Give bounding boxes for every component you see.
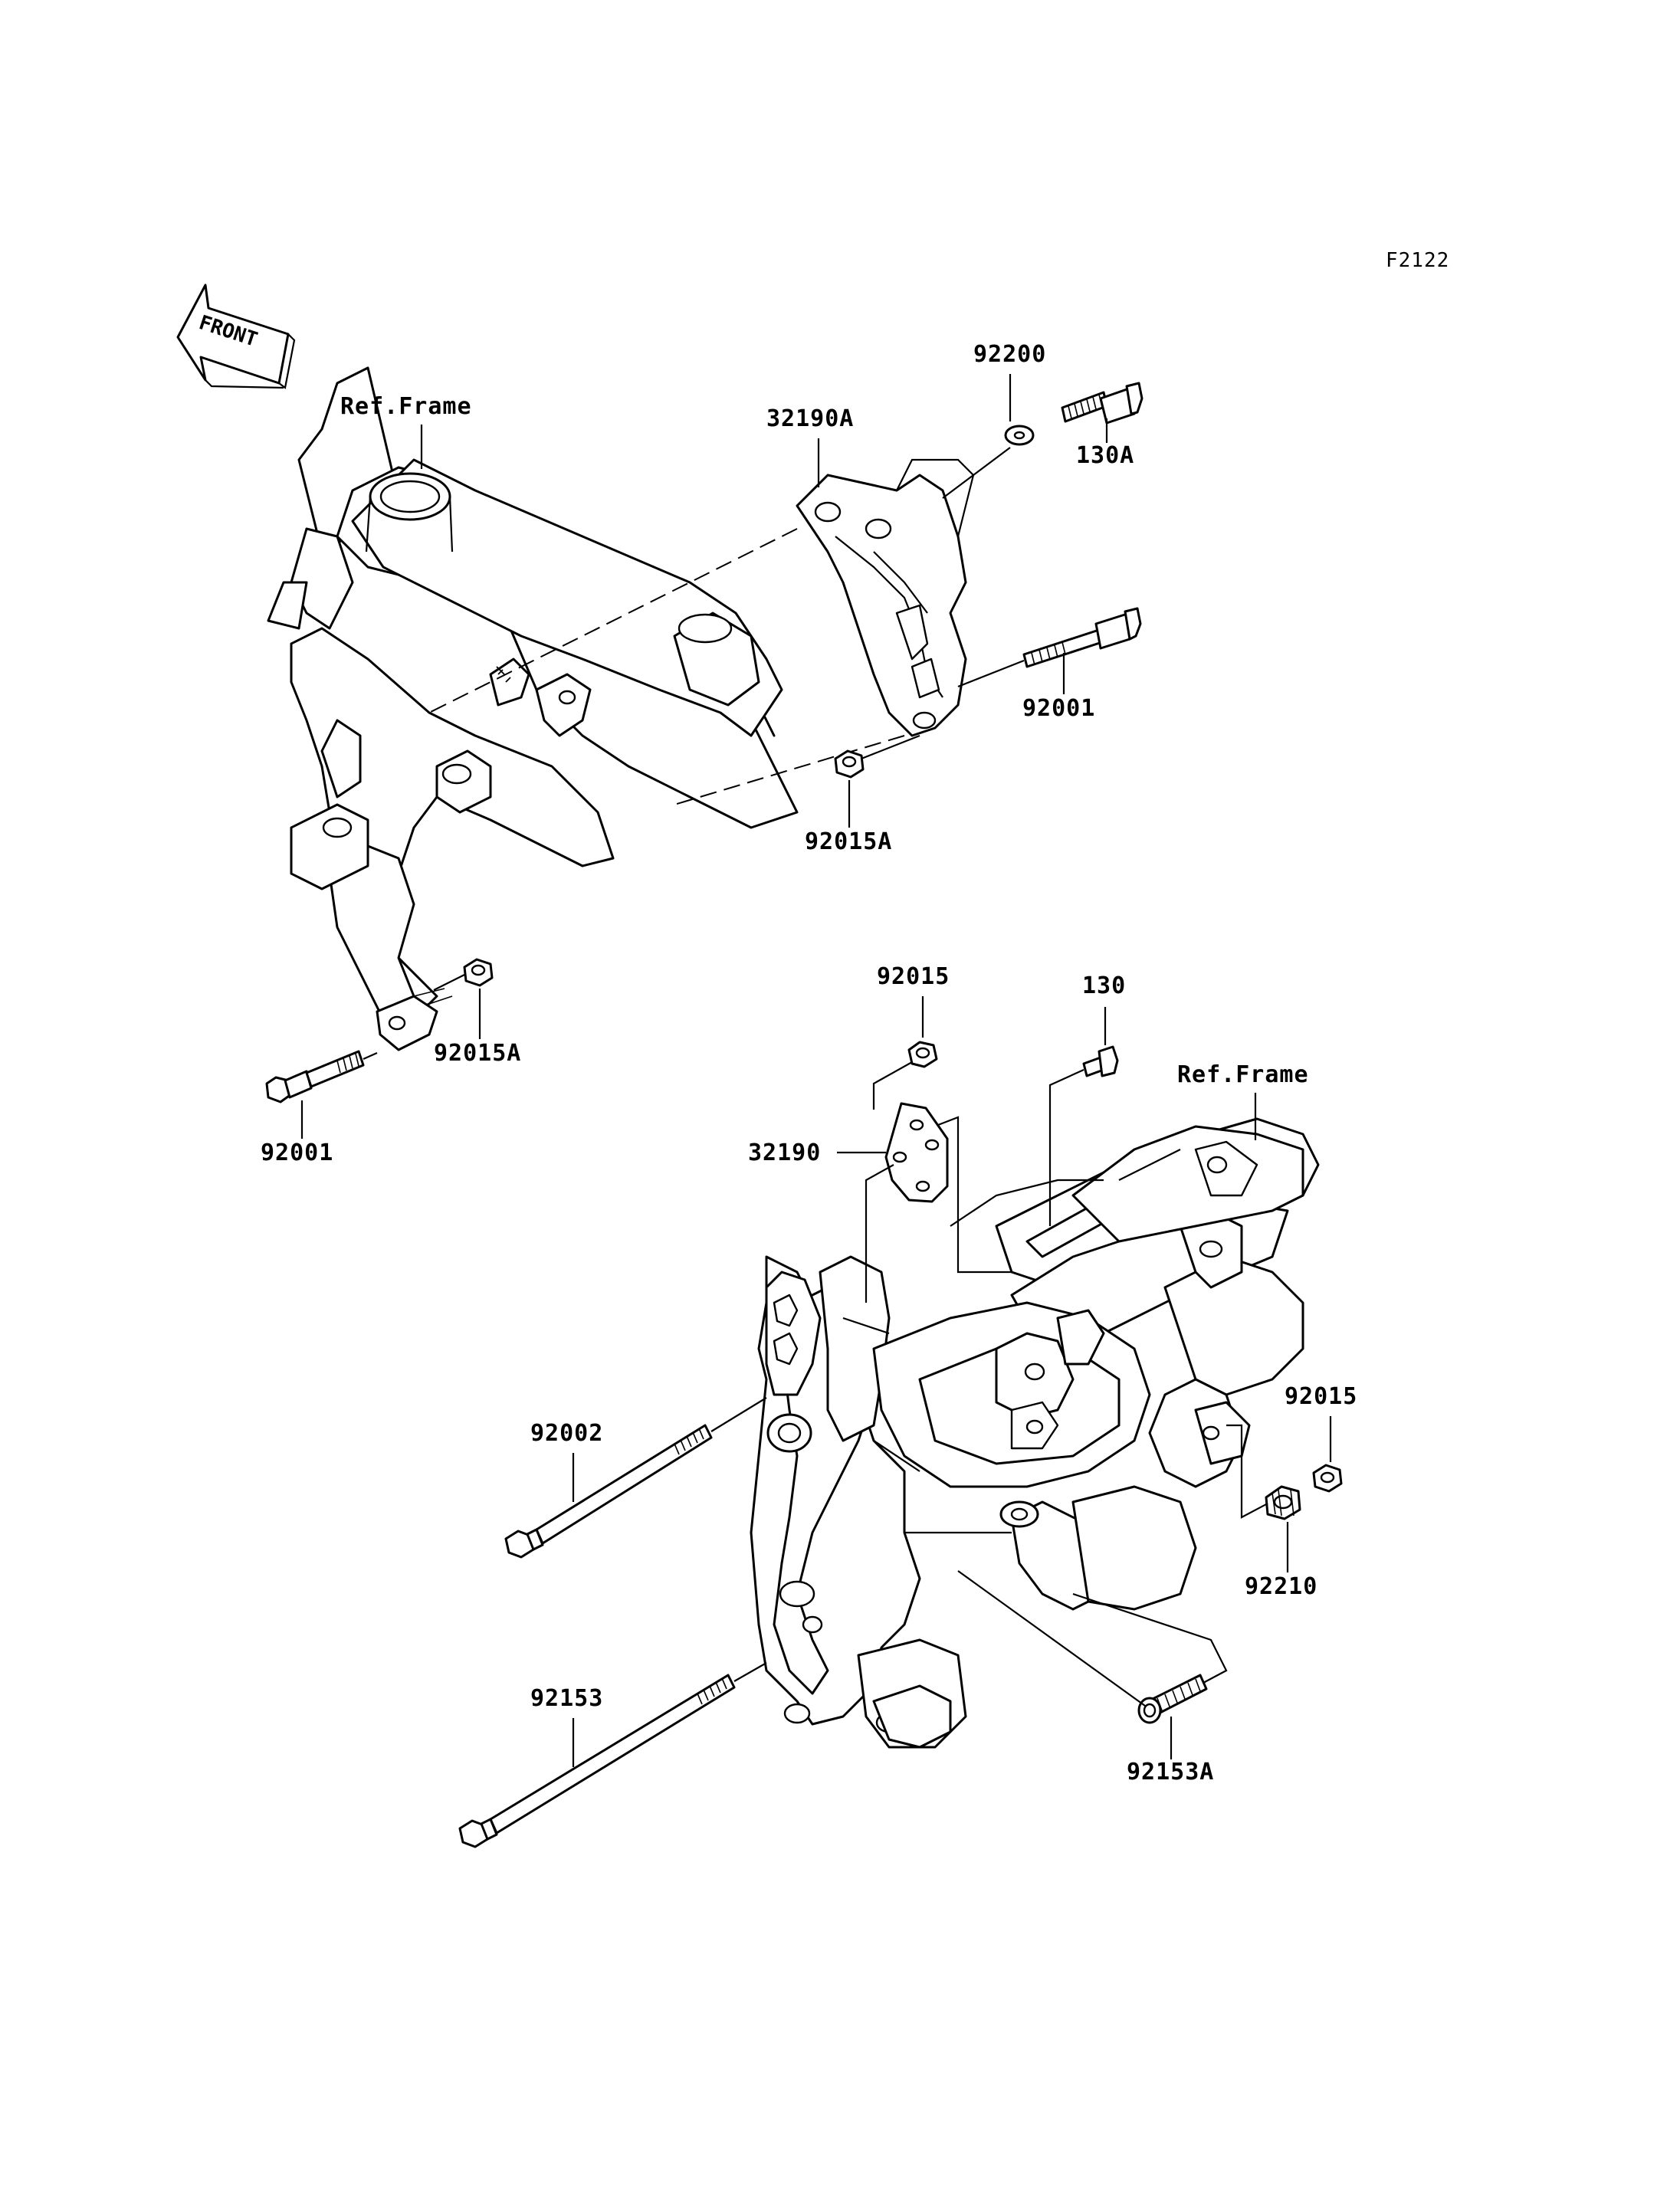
bracket-32190 (884, 1102, 949, 1203)
part-label-92001-top: 92001 (1022, 695, 1095, 722)
nut-92015-right (1312, 1464, 1343, 1493)
assembly-line-92015a-left (433, 974, 465, 991)
bolt-92002 (504, 1424, 713, 1559)
bolt-92001-left (265, 1050, 365, 1103)
bolt-92153 (458, 1674, 736, 1848)
bolt-92001-top (1022, 607, 1142, 668)
part-label-92015a-left: 92015A (434, 1040, 521, 1067)
assembly-line-92001-top (957, 659, 1025, 688)
part-label-92153a: 92153A (1127, 1759, 1214, 1785)
bolt-130a (1061, 382, 1144, 425)
part-label-32190: 32190 (748, 1139, 821, 1166)
assembly-line-92210 (1226, 1424, 1268, 1519)
front-arrow-icon: FRONT (176, 284, 296, 389)
ref-frame-label-top: Ref.Frame (340, 393, 472, 420)
diagram-code: F2122 (1386, 249, 1449, 272)
washer-92200 (1004, 425, 1035, 446)
part-label-32190a: 32190A (766, 405, 854, 432)
assembly-line-130 (1048, 1068, 1084, 1226)
part-label-92153: 92153 (530, 1685, 603, 1712)
bolt-130 (1082, 1045, 1119, 1077)
bracket-32190a (796, 458, 975, 737)
part-label-92001-left: 92001 (261, 1139, 333, 1166)
ref-frame-label-bottom: Ref.Frame (1177, 1061, 1309, 1088)
assembly-line-92200 (942, 447, 1011, 499)
nut-92015a-top (834, 749, 865, 779)
assembly-line-32190-b (937, 1116, 1012, 1274)
part-label-92015a-top: 92015A (805, 828, 892, 855)
nut-92015-top (907, 1041, 938, 1068)
upper-frame-assembly (267, 366, 799, 1051)
assembly-line-92153 (733, 1662, 767, 1682)
assembly-line-92015-top (872, 1061, 913, 1110)
part-label-130: 130 (1082, 972, 1126, 999)
assembly-line-32190-a (865, 1164, 894, 1303)
assembly-line-92002 (710, 1397, 767, 1432)
nut-92210 (1265, 1485, 1301, 1520)
part-label-92015-right: 92015 (1285, 1383, 1357, 1410)
assembly-line-92001-left (363, 1051, 378, 1061)
part-label-92015-top: 92015 (877, 963, 950, 990)
assembly-line-92015a-top (861, 734, 920, 760)
spacer-92153a (1137, 1674, 1208, 1724)
part-label-92210: 92210 (1245, 1573, 1317, 1600)
lower-frame-assembly (750, 1117, 1320, 1749)
axis-line-lower (674, 735, 905, 805)
part-label-92200: 92200 (973, 341, 1046, 368)
axis-line-upper (428, 528, 798, 713)
assembly-line-92153a (957, 1570, 1228, 1707)
part-label-92002: 92002 (530, 1420, 603, 1447)
part-label-130a: 130A (1076, 442, 1134, 469)
nut-92015a-left (463, 958, 494, 987)
